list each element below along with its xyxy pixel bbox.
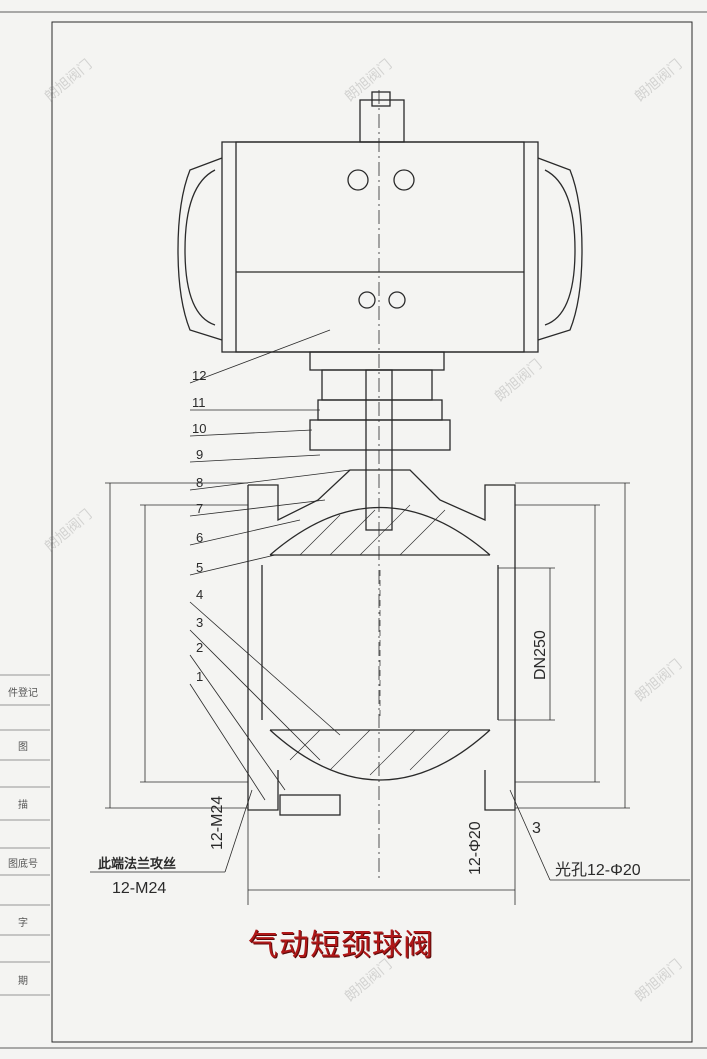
part-number: 7 (196, 501, 203, 516)
right-hole-dim: 12-Φ20 (467, 821, 484, 875)
left-thread-dim: 12-M24 (209, 796, 226, 850)
part-number: 1 (196, 669, 203, 684)
part-number: 3 (196, 615, 203, 630)
part-number-labels: 12 11 10 9 8 7 6 5 4 3 2 1 (192, 368, 206, 684)
part-number: 11 (192, 395, 206, 410)
part-number: 5 (196, 560, 203, 575)
hatching (289, 504, 451, 776)
actuator-body (221, 141, 539, 353)
bracket-flange (309, 419, 451, 451)
gap-dim: 3 (532, 820, 541, 837)
right-flange-note: 光孔12-Φ20 (555, 861, 641, 879)
left-flange-note-value: 12-M24 (112, 880, 166, 897)
left-flange-note: 此端法兰攻丝 (98, 856, 176, 871)
part-number: 10 (192, 421, 206, 436)
side-table-cell: 图 (18, 742, 28, 753)
leader-lines (189, 329, 351, 801)
part-number: 9 (196, 447, 203, 462)
bracket (309, 90, 451, 880)
side-table-lines (0, 674, 50, 996)
part-number: 2 (196, 640, 203, 655)
part-number: 4 (196, 587, 203, 602)
side-table-cell: 图底号 (8, 859, 38, 870)
drawing-title: 气动短颈球阀 (248, 928, 434, 963)
side-table-cell: 描 (18, 800, 28, 811)
right-end-cap (537, 157, 583, 341)
side-table-cell: 期 (18, 976, 28, 987)
side-table-cell: 件登记 (8, 688, 38, 699)
side-table-cell: 字 (18, 918, 28, 929)
part-number: 12 (192, 368, 206, 383)
dimension-lines (90, 482, 690, 905)
actuator (177, 91, 583, 371)
ball-top (269, 507, 491, 556)
bottom-bolt (279, 794, 341, 816)
part-number: 8 (196, 475, 203, 490)
part-number: 6 (196, 530, 203, 545)
drawing-border (51, 21, 693, 1043)
left-end-cap (177, 157, 223, 341)
ball-bottom (269, 729, 491, 781)
valve-body (247, 469, 516, 816)
dn-label: DN250 (532, 630, 549, 680)
